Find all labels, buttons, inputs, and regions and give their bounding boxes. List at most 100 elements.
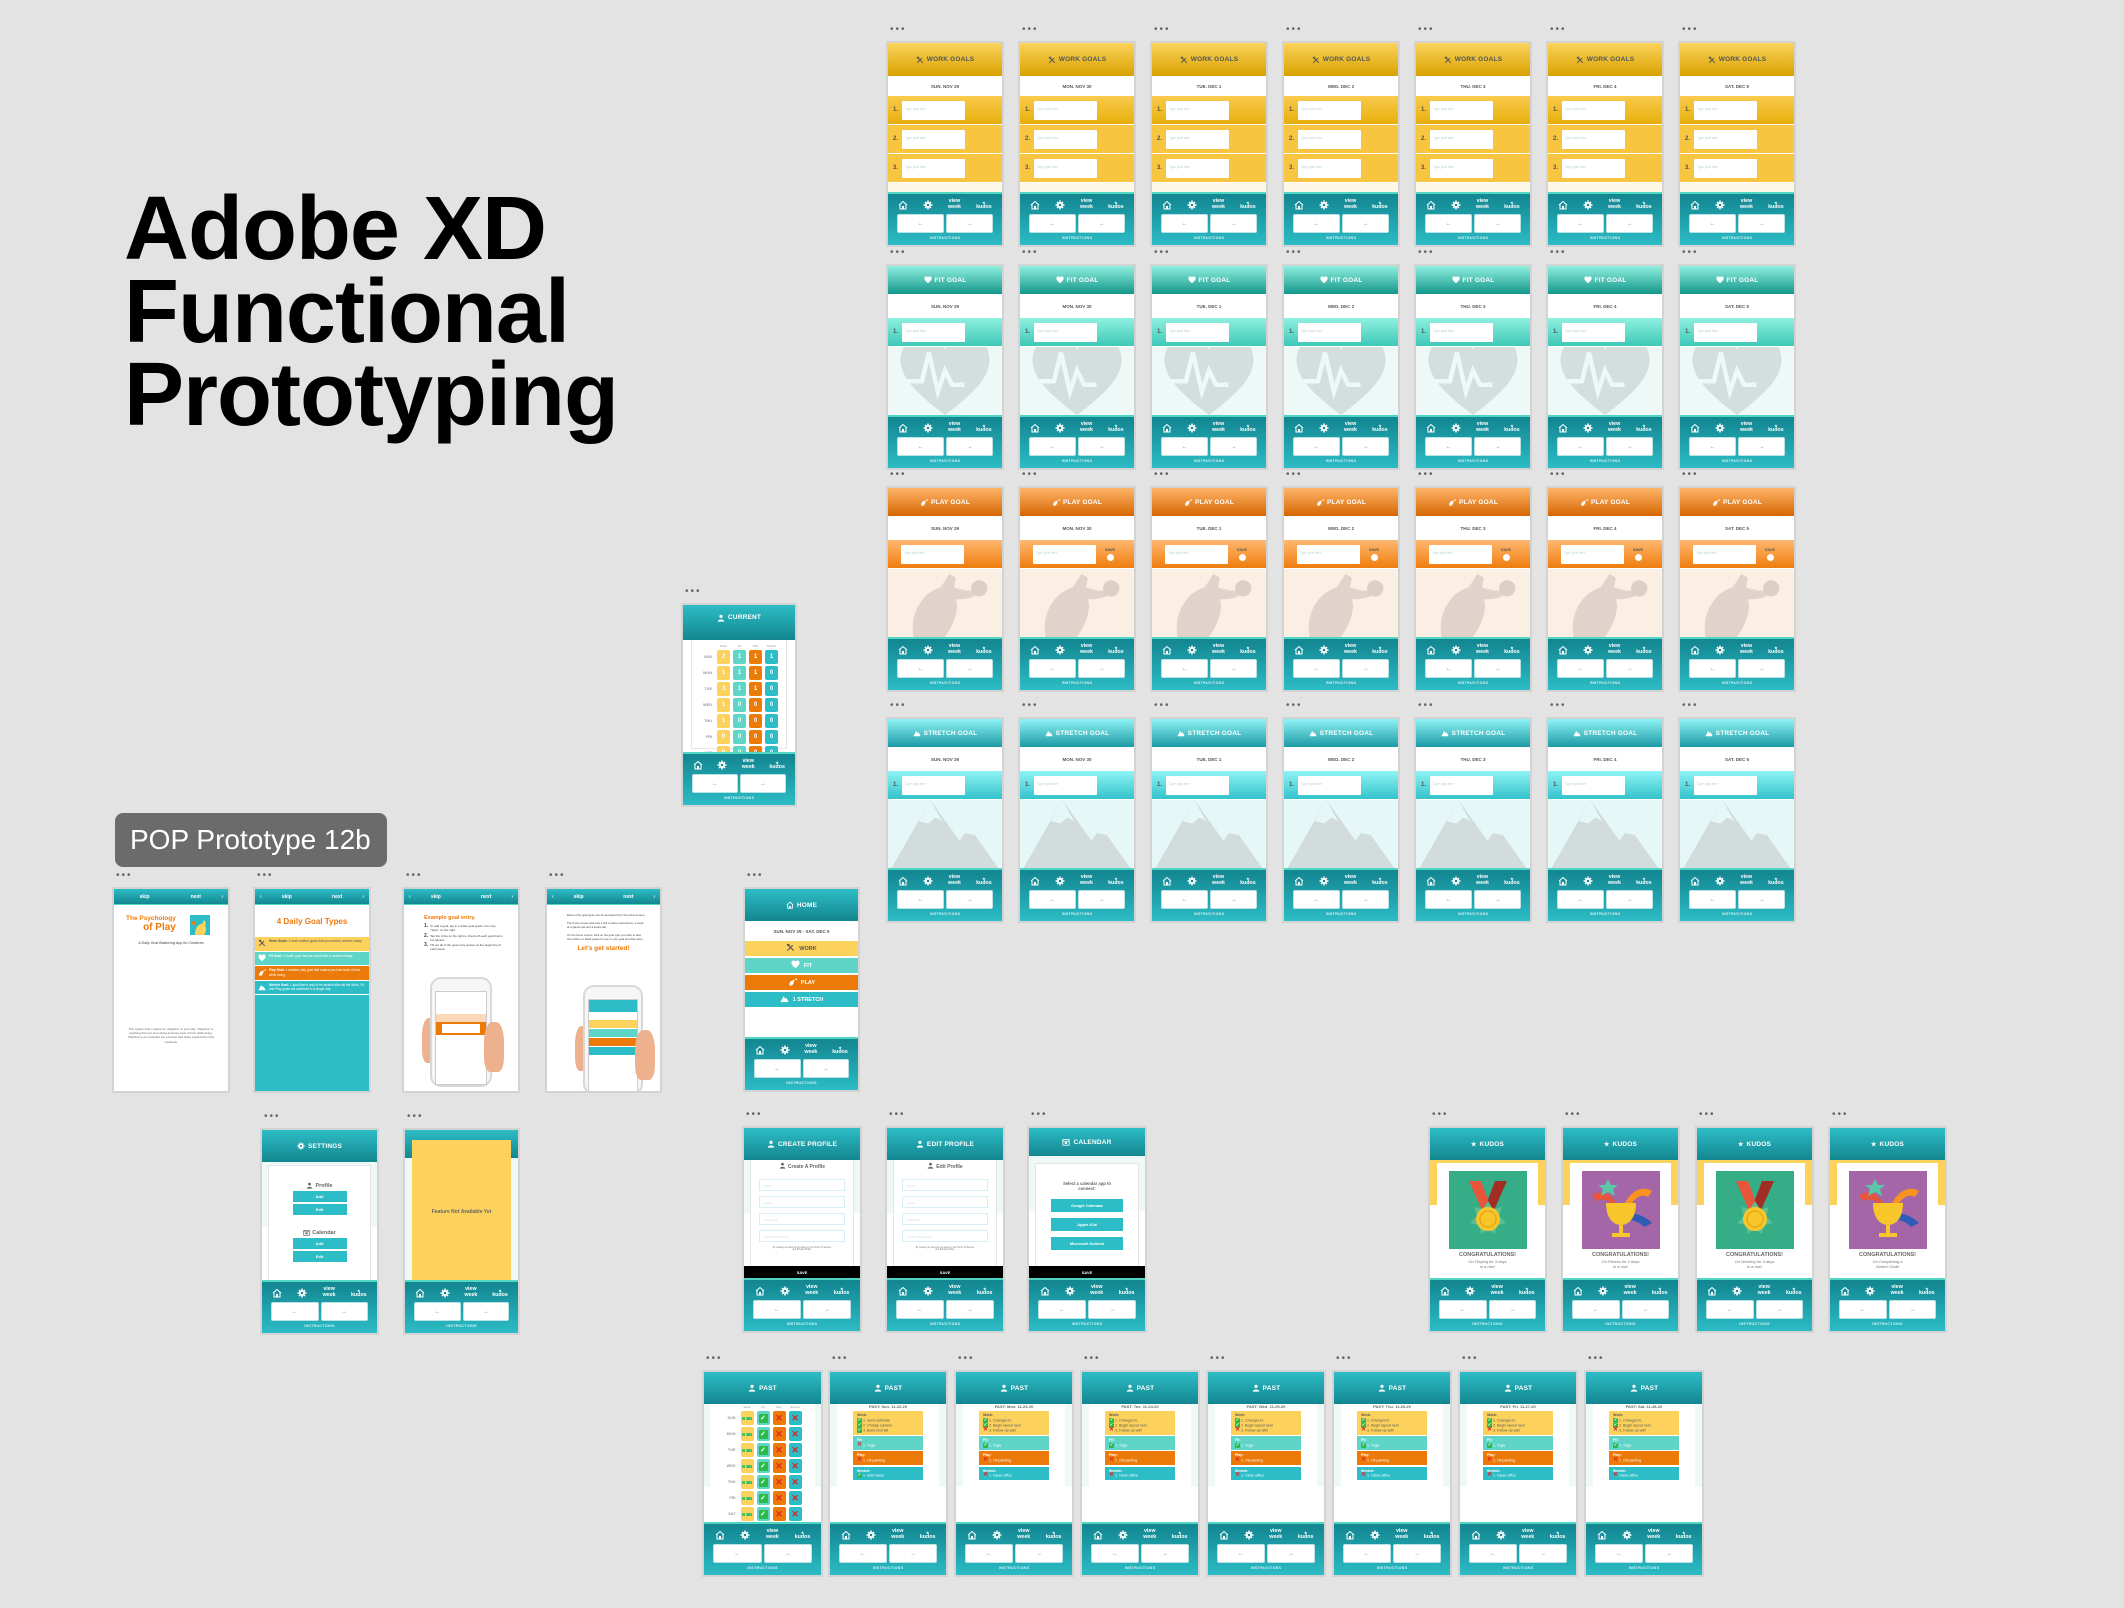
next-button[interactable]: → <box>1607 215 1652 232</box>
kudos-link[interactable]: ★kudos <box>1550 1531 1566 1540</box>
instructions-link[interactable]: INSTRUCTIONS <box>1502 1566 1534 1570</box>
artboard-menu-dots[interactable]: ••• <box>1154 247 1171 258</box>
gear-icon[interactable] <box>1118 1530 1128 1540</box>
instructions-link[interactable]: INSTRUCTIONS <box>1061 459 1093 463</box>
save-control[interactable]: SAVE <box>1369 548 1379 561</box>
goal-input[interactable]: Type goal here <box>1430 322 1493 342</box>
artboard-menu-dots[interactable]: ••• <box>1682 700 1699 711</box>
next-button[interactable]: → <box>890 1545 936 1562</box>
gear-icon[interactable] <box>297 1288 307 1298</box>
artboard-menu-dots[interactable]: ••• <box>1550 24 1567 35</box>
artboard-menu-dots[interactable]: ••• <box>1699 1109 1716 1120</box>
next-button[interactable]: → <box>1475 215 1520 232</box>
next-link[interactable]: next <box>623 893 634 900</box>
next-chevron-icon[interactable]: › <box>653 893 655 900</box>
home-icon[interactable] <box>715 1530 725 1540</box>
gear-icon[interactable] <box>923 876 933 886</box>
kudos-link[interactable]: ★kudos <box>1636 201 1652 210</box>
artboard-menu-dots[interactable]: ••• <box>1682 469 1699 480</box>
back-chevron-icon[interactable]: ‹ <box>552 893 554 900</box>
home-icon[interactable] <box>1030 645 1040 655</box>
next-button[interactable]: → <box>1739 215 1784 232</box>
complete-circle[interactable] <box>1238 553 1246 561</box>
work-result[interactable]: ✓✓✓ <box>740 1475 754 1489</box>
view-week-link[interactable]: view week <box>1143 1528 1157 1540</box>
artboard-menu-dots[interactable]: ••• <box>1084 1353 1101 1364</box>
prev-button[interactable]: ← <box>1426 215 1471 232</box>
goal-input[interactable]: Type goal here <box>1034 322 1097 342</box>
instructions-link[interactable]: INSTRUCTIONS <box>1739 1322 1770 1326</box>
play-count[interactable]: 0 <box>749 730 762 744</box>
save-button[interactable]: SAVE <box>1029 1266 1145 1278</box>
next-button[interactable]: → <box>1520 1545 1566 1562</box>
view-week-link[interactable]: view week <box>1623 1284 1637 1296</box>
goal-input[interactable]: Type goal here <box>1298 775 1361 795</box>
view-week-link[interactable]: view week <box>1212 643 1225 655</box>
home-icon[interactable] <box>272 1288 282 1298</box>
artboard-menu-dots[interactable]: ••• <box>1418 247 1435 258</box>
artboard-menu-dots[interactable]: ••• <box>549 870 566 881</box>
kudos-link[interactable]: ★kudos <box>976 424 992 433</box>
save-control[interactable]: SAVE <box>1237 548 1247 561</box>
goal-input[interactable]: Type goal here <box>1165 544 1228 564</box>
prev-button[interactable]: ← <box>1558 660 1603 677</box>
stretch-count[interactable]: 0 <box>765 730 778 744</box>
email-field[interactable]: Email <box>759 1196 845 1208</box>
home-icon[interactable] <box>1426 423 1436 433</box>
prev-button[interactable]: ← <box>1573 1301 1619 1318</box>
artboard-menu-dots[interactable]: ••• <box>1154 700 1171 711</box>
complete-circle[interactable] <box>1106 553 1114 561</box>
kudos-link[interactable]: ★kudos <box>1504 424 1520 433</box>
next-button[interactable]: → <box>1646 1545 1692 1562</box>
gear-icon[interactable] <box>1451 876 1461 886</box>
kudos-link[interactable]: ★kudos <box>1119 1287 1135 1296</box>
confirm-password-field[interactable]: Confirm Password <box>902 1230 988 1242</box>
next-chevron-icon[interactable]: › <box>511 893 513 900</box>
view-week-link[interactable]: view week <box>1212 421 1225 433</box>
instructions-link[interactable]: INSTRUCTIONS <box>1589 236 1621 240</box>
goal-input[interactable]: Type goal here <box>1429 544 1492 564</box>
play-result[interactable]: ✕ <box>772 1411 786 1425</box>
next-button[interactable]: → <box>1211 215 1256 232</box>
goal-input[interactable]: Type goal here <box>1430 158 1493 178</box>
goal-input[interactable]: Type goal here <box>1694 775 1757 795</box>
kudos-link[interactable]: ★kudos <box>1519 1287 1535 1296</box>
next-button[interactable]: → <box>1889 1301 1935 1318</box>
prev-button[interactable]: ← <box>1690 215 1735 232</box>
kudos-link[interactable]: ★kudos <box>769 761 785 770</box>
prev-button[interactable]: ← <box>415 1303 460 1320</box>
kudos-link[interactable]: ★kudos <box>1652 1287 1668 1296</box>
gear-icon[interactable] <box>1451 645 1461 655</box>
gear-icon[interactable] <box>923 645 933 655</box>
view-week-link[interactable]: view week <box>741 758 755 770</box>
kudos-link[interactable]: ★kudos <box>1768 646 1784 655</box>
goal-input[interactable]: Type goal here <box>1561 544 1624 564</box>
home-icon[interactable] <box>1294 423 1304 433</box>
gear-icon[interactable] <box>1715 645 1725 655</box>
play-count[interactable]: 0 <box>749 698 762 712</box>
view-week-link[interactable]: view week <box>1890 1284 1904 1296</box>
prev-button[interactable]: ← <box>272 1303 318 1320</box>
calendar-option-button[interactable]: Microsoft Outlook <box>1051 1237 1123 1250</box>
next-button[interactable]: → <box>1343 891 1388 908</box>
instructions-link[interactable]: INSTRUCTIONS <box>929 1322 961 1326</box>
work-result[interactable]: ✓✓✓ <box>740 1507 754 1521</box>
artboard-menu-dots[interactable]: ••• <box>1832 1109 1849 1120</box>
view-week-link[interactable]: view week <box>948 874 961 886</box>
home-icon[interactable] <box>755 1286 765 1296</box>
artboard-menu-dots[interactable]: ••• <box>889 1109 906 1120</box>
instructions-link[interactable]: INSTRUCTIONS <box>1061 236 1093 240</box>
instructions-link[interactable]: INSTRUCTIONS <box>1589 681 1621 685</box>
save-control[interactable]: SAVE <box>1105 548 1115 561</box>
view-week-link[interactable]: view week <box>948 1284 962 1296</box>
home-icon[interactable] <box>1162 423 1172 433</box>
instructions-link[interactable]: INSTRUCTIONS <box>1193 912 1225 916</box>
skip-link[interactable]: skip <box>430 893 441 900</box>
complete-circle[interactable] <box>1370 553 1378 561</box>
artboard-menu-dots[interactable]: ••• <box>264 1111 281 1122</box>
gear-icon[interactable] <box>1715 876 1725 886</box>
view-week-link[interactable]: view week <box>1740 421 1753 433</box>
next-button[interactable]: → <box>947 1301 993 1318</box>
goal-input[interactable]: Type goal here <box>1562 100 1625 120</box>
next-chevron-icon[interactable]: › <box>221 893 224 900</box>
